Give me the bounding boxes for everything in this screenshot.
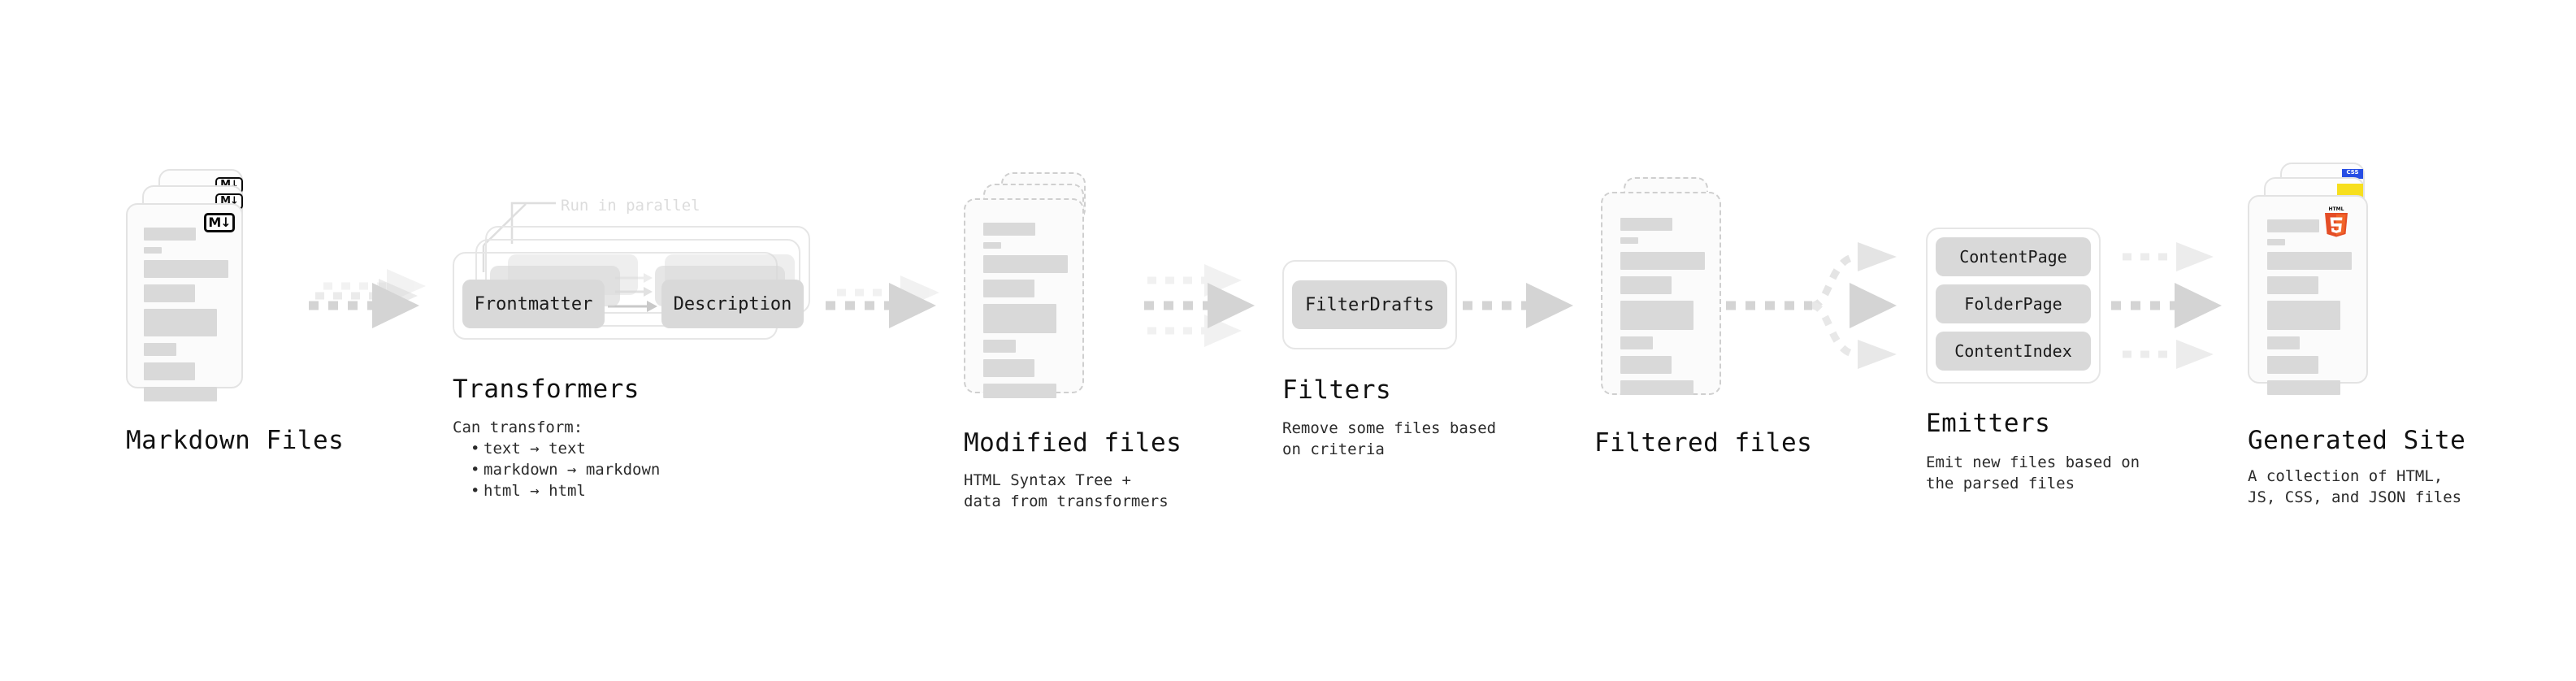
doc-line [144,343,176,356]
doc-line [2267,336,2300,349]
markdown-icon: M↓ [204,213,235,232]
filtered-files-caption: Filtered files [1594,428,1813,458]
emitters-pill-contentpage[interactable]: ContentPage [1936,237,2091,276]
doc-line [144,387,217,401]
svg-text:HTML: HTML [2329,206,2344,212]
transformers-bullet-item: text → text [471,438,660,459]
transformers-description-intro: Can transform: [453,419,583,436]
doc-line [2267,380,2340,395]
doc-line [2267,356,2318,374]
doc-line [144,362,195,380]
doc-line [983,242,1001,249]
arrow-markdown-to-transformers-main [309,283,419,328]
transformers-bullet-item: markdown → markdown [471,459,660,480]
doc-line [983,384,1056,398]
doc-line [2267,239,2285,245]
arrow-markdown-to-transformers-ghost1 [323,269,426,303]
doc-line [983,255,1068,273]
filters-pill-filterdrafts[interactable]: FilterDrafts [1292,280,1447,329]
modified-files-caption: Modified files [964,428,1182,458]
emitters-pill-contentindex[interactable]: ContentIndex [1936,332,2091,371]
filters-description: Remove some files based on criteria [1282,419,1497,458]
doc-line [1620,218,1672,231]
arrow-transformers-to-modified [826,283,936,328]
filters-caption: Filters [1282,375,1392,405]
markdown-file-front [126,203,243,401]
transformer-pill-description[interactable]: Description [661,280,804,328]
arrow-markdown-to-transformers [315,279,418,313]
arrow-filtered-to-emitters [1706,242,1897,369]
transformer-pill-frontmatter[interactable]: Frontmatter [462,280,605,328]
js-icon [2337,184,2363,198]
doc-line [983,359,1034,377]
arrow-modified-to-filters [1144,283,1255,328]
html5-icon: HTML [2322,205,2350,237]
doc-line [1620,301,1693,330]
doc-line [2267,252,2352,270]
transformers-caption: Transformers [453,375,640,404]
doc-line [983,223,1035,236]
arrow-filters-to-filtered [1463,283,1573,328]
doc-line [1620,356,1672,374]
arrow-modified-to-filters-ghost1 [1147,264,1242,297]
emitters-pill-folderpage[interactable]: FolderPage [1936,284,2091,323]
generated-file-html [2248,195,2368,395]
doc-line [983,304,1056,333]
css-icon: CSS [2342,169,2363,179]
doc-line [1620,252,1705,270]
emitters-description: Emit new files based on the parsed files [1926,453,2140,492]
markdown-files-caption: Markdown Files [126,426,345,455]
generated-site-caption: Generated Site [2248,426,2466,455]
run-in-parallel-label: Run in parallel [561,197,700,215]
doc-line [2267,301,2340,330]
transformer-card-back [485,226,810,314]
modified-files-description: HTML Syntax Tree + data from transformer… [964,471,1169,510]
doc-line [1620,237,1638,244]
filtered-file-front [1601,192,1721,395]
doc-line [983,340,1016,353]
modified-file-front [964,198,1084,398]
doc-line [144,228,196,241]
doc-line [1620,276,1672,294]
arrow-emitters-to-site [2111,242,2222,369]
generated-site-description: A collection of HTML, JS, CSS, and JSON … [2248,467,2462,506]
doc-line [144,284,195,302]
doc-line [2267,276,2318,294]
doc-line [144,247,162,254]
transformers-bullets: text → text markdown → markdown html → h… [466,438,660,501]
doc-line [1620,380,1693,395]
emitters-caption: Emitters [1926,409,2051,438]
arrow-transformers-to-modified-ghost1 [837,275,939,310]
doc-line [144,309,217,336]
doc-line [983,280,1034,297]
arrow-modified-to-filters-ghost2 [1147,314,1242,347]
transformers-bullet-item: html → html [471,480,660,501]
doc-line [2267,219,2319,232]
doc-line [1620,336,1653,349]
doc-line [144,260,228,278]
